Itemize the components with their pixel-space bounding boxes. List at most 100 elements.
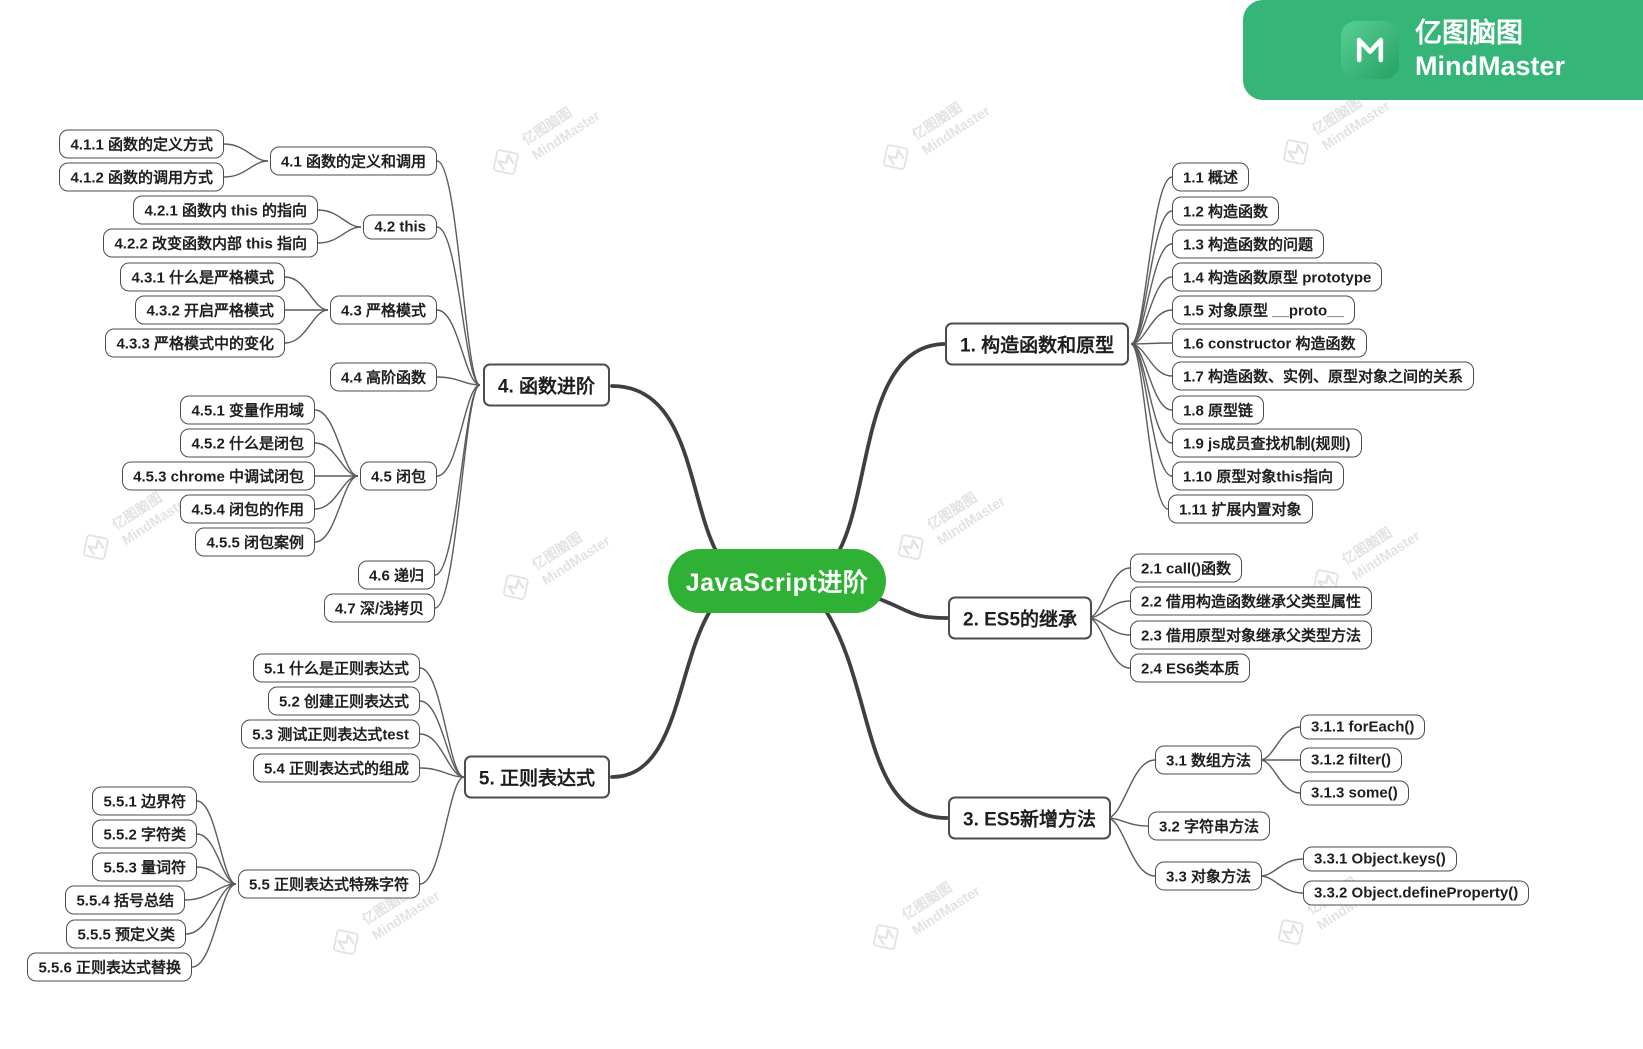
connector bbox=[419, 667, 465, 778]
mindmap-node-1-3[interactable]: 1.3 构造函数的问题 bbox=[1172, 229, 1325, 259]
mindmap-node-5-5-2[interactable]: 5.5.2 字符类 bbox=[92, 819, 197, 849]
mindmap-node-3-2[interactable]: 3.2 字符串方法 bbox=[1148, 811, 1271, 841]
mindmap-node-4-3-3[interactable]: 4.3.3 严格模式中的变化 bbox=[105, 328, 285, 358]
mindmap-node-4-3-1[interactable]: 4.3.1 什么是严格模式 bbox=[120, 262, 285, 292]
mindmap-node-4-6[interactable]: 4.6 递归 bbox=[357, 560, 435, 590]
mindmap-node-1-2[interactable]: 1.2 构造函数 bbox=[1172, 196, 1280, 226]
connector bbox=[314, 475, 359, 543]
connector bbox=[436, 226, 481, 386]
branch-connector bbox=[870, 594, 949, 620]
mindmap-node-3-1-2[interactable]: 3.1.2 filter() bbox=[1300, 747, 1403, 773]
watermark-logo-icon bbox=[83, 534, 109, 560]
mindmap-node-4-5-3[interactable]: 4.5.3 chrome 中调试闭包 bbox=[122, 461, 315, 491]
mindmap-node-4-7[interactable]: 4.7 深/浅拷贝 bbox=[323, 593, 435, 623]
connector bbox=[314, 442, 359, 477]
connector bbox=[196, 800, 237, 885]
mindmap-node-4-5-4[interactable]: 4.5.4 闭包的作用 bbox=[180, 494, 315, 524]
mindmap-node-5-2[interactable]: 5.2 创建正则表达式 bbox=[267, 686, 420, 716]
mindmap-node-5-5-3[interactable]: 5.5.3 量词符 bbox=[92, 852, 197, 882]
mindmap-node-5-3[interactable]: 5.3 测试正则表达式test bbox=[241, 719, 420, 749]
mindmap-node-1-8[interactable]: 1.8 原型链 bbox=[1172, 395, 1265, 425]
mindmap-node-3[interactable]: 3. ES5新增方法 bbox=[948, 796, 1112, 840]
mindmap-node-5-5[interactable]: 5.5 正则表达式特殊字符 bbox=[237, 869, 420, 899]
mindmap-node-4-1-1[interactable]: 4.1.1 函数的定义方式 bbox=[59, 129, 224, 159]
mindmap-node-4-3[interactable]: 4.3 严格模式 bbox=[329, 295, 437, 325]
mindmap-node-1-6[interactable]: 1.6 constructor 构造函数 bbox=[1172, 328, 1367, 358]
mindmap-node-1-9[interactable]: 1.9 js成员查找机制(规则) bbox=[1172, 428, 1362, 458]
connector bbox=[1259, 726, 1301, 761]
mindmap-node-4-2-2[interactable]: 4.2.2 改变函数内部 this 指向 bbox=[103, 228, 318, 258]
mindmap-node-1-5[interactable]: 1.5 对象原型 __proto__ bbox=[1172, 295, 1355, 325]
mindmap-node-4-2-1[interactable]: 4.2.1 函数内 this 的指向 bbox=[133, 195, 318, 225]
mindmap-node-3-1-3[interactable]: 3.1.3 some() bbox=[1300, 780, 1409, 806]
connector bbox=[223, 143, 269, 162]
mindmap-node-3-1[interactable]: 3.1 数组方法 bbox=[1155, 745, 1263, 775]
mindmap-node-2[interactable]: 2. ES5的继承 bbox=[948, 596, 1093, 640]
mindmap-node-5-1[interactable]: 5.1 什么是正则表达式 bbox=[252, 653, 420, 683]
mindmap-node-4-5[interactable]: 4.5 闭包 bbox=[359, 461, 437, 491]
mindmap-node-4-3-2[interactable]: 4.3.2 开启严格模式 bbox=[135, 295, 285, 325]
connector bbox=[1130, 276, 1173, 345]
mindmap-node-4-5-1[interactable]: 4.5.1 变量作用域 bbox=[180, 395, 315, 425]
connector bbox=[314, 409, 359, 477]
mindmaster-banner: 亿图脑图 MindMaster bbox=[1243, 0, 1643, 100]
mindmap-node-2-3[interactable]: 2.3 借用原型对象继承父类型方法 bbox=[1130, 620, 1373, 650]
mindmap-node-2-2[interactable]: 2.2 借用构造函数继承父类型属性 bbox=[1130, 586, 1373, 616]
mindmap-node-5-5-1[interactable]: 5.5.1 边界符 bbox=[92, 786, 197, 816]
connector bbox=[436, 376, 481, 386]
mindmaster-logo-icon bbox=[1341, 21, 1399, 79]
mindmap-node-2-1[interactable]: 2.1 call()函数 bbox=[1130, 553, 1243, 583]
connector bbox=[436, 384, 481, 477]
mindmap-node-5-4[interactable]: 5.4 正则表达式的组成 bbox=[252, 753, 420, 783]
central-topic-node[interactable]: JavaScript进阶 bbox=[668, 549, 886, 613]
connector bbox=[1130, 243, 1173, 345]
connector bbox=[1087, 567, 1131, 619]
mindmap-node-4-4[interactable]: 4.4 高阶函数 bbox=[329, 362, 437, 392]
connector bbox=[191, 883, 237, 968]
mindmap-node-5[interactable]: 5. 正则表达式 bbox=[463, 755, 610, 799]
connector bbox=[1130, 210, 1173, 345]
mindmap-node-3-3-2[interactable]: 3.3.2 Object.defineProperty() bbox=[1303, 880, 1530, 906]
watermark-logo-icon bbox=[333, 929, 359, 955]
mindmap-node-1-10[interactable]: 1.10 原型对象this指向 bbox=[1172, 461, 1345, 491]
mindmap-node-1-11[interactable]: 1.11 扩展内置对象 bbox=[1168, 494, 1313, 524]
connector bbox=[1106, 817, 1156, 877]
mindmap-node-5-5-4[interactable]: 5.5.4 括号总结 bbox=[65, 885, 185, 915]
mindmap-node-2-4[interactable]: 2.4 ES6类本质 bbox=[1130, 653, 1251, 683]
connector bbox=[1130, 309, 1173, 345]
connector bbox=[419, 767, 465, 778]
banner-title-en: MindMaster bbox=[1415, 51, 1566, 81]
mindmap-node-5-5-6[interactable]: 5.5.6 正则表达式替换 bbox=[27, 952, 192, 982]
mindmap-node-1[interactable]: 1. 构造函数和原型 bbox=[945, 322, 1130, 366]
mindmap-node-1-1[interactable]: 1.1 概述 bbox=[1172, 162, 1250, 192]
mindmap-node-1-7[interactable]: 1.7 构造函数、实例、原型对象之间的关系 bbox=[1172, 361, 1475, 391]
mindmap-node-4-1-2[interactable]: 4.1.2 函数的调用方式 bbox=[59, 162, 224, 192]
mindmap-node-3-3[interactable]: 3.3 对象方法 bbox=[1155, 861, 1263, 891]
connector bbox=[317, 209, 362, 228]
mindmap-node-3-1-1[interactable]: 3.1.1 forEach() bbox=[1300, 714, 1426, 740]
connector bbox=[284, 309, 329, 344]
branch-connector bbox=[824, 609, 949, 820]
mindmap-node-4-5-5[interactable]: 4.5.5 闭包案例 bbox=[195, 527, 315, 557]
mindmap-node-3-3-1[interactable]: 3.3.1 Object.keys() bbox=[1303, 846, 1457, 872]
mindmap-node-4-1[interactable]: 4.1 函数的定义和调用 bbox=[269, 146, 437, 176]
connector bbox=[1087, 617, 1131, 669]
mindmap-node-5-5-5[interactable]: 5.5.5 预定义类 bbox=[66, 919, 186, 949]
watermark-logo-icon bbox=[883, 144, 909, 170]
watermark-logo-icon bbox=[1283, 139, 1309, 165]
mindmap-node-4-5-2[interactable]: 4.5.2 什么是闭包 bbox=[180, 428, 315, 458]
mindmap-node-4[interactable]: 4. 函数进阶 bbox=[482, 363, 610, 407]
mindmap-node-1-4[interactable]: 1.4 构造函数原型 prototype bbox=[1172, 262, 1383, 292]
watermark-logo-icon bbox=[503, 574, 529, 600]
connector bbox=[223, 160, 269, 178]
mindmap-node-4-2[interactable]: 4.2 this bbox=[363, 214, 437, 240]
branch-connector bbox=[836, 342, 946, 555]
